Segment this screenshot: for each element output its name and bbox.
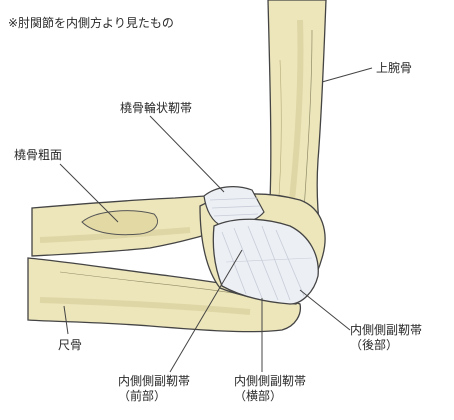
leader-mcl-posterior: [299, 289, 351, 331]
annular-ligament: [203, 186, 265, 227]
label-mcl-posterior: 内側側副靭帯 （後部）: [350, 323, 422, 353]
label-annular-ligament: 橈骨輪状靭帯: [120, 101, 193, 115]
label-mcl-posterior-line2: （後部）: [350, 338, 399, 352]
leader-annular: [149, 115, 225, 193]
radial-tuberosity: [81, 210, 158, 236]
label-mcl-posterior-line1: 内側側副靭帯: [350, 323, 423, 337]
ulna-bone: [27, 257, 302, 333]
leader-lines: [59, 67, 373, 373]
label-mcl-anterior-line1: 内側側副靭帯: [118, 374, 191, 388]
view-note: ※肘関節を内側方より見たもの: [8, 16, 174, 30]
leader-ulna: [63, 305, 69, 335]
label-mcl-anterior-line2: （前部）: [118, 389, 167, 403]
label-mcl-anterior: 内側側副靭帯 （前部）: [118, 374, 190, 404]
leader-humerus: [321, 67, 373, 83]
medial-collateral-ligament: [212, 218, 319, 305]
label-ulna: 尺骨: [58, 338, 83, 352]
leader-mcl-anterior: [169, 249, 243, 373]
leader-tuberosity: [59, 163, 119, 223]
label-humerus: 上腕骨: [376, 61, 413, 75]
label-radial-tuberosity: 橈骨粗面: [14, 148, 63, 162]
label-mcl-transverse: 内側側副靭帯 （横部）: [234, 374, 306, 404]
label-mcl-transverse-line1: 内側側副靭帯: [234, 374, 307, 388]
label-mcl-transverse-line2: （横部）: [234, 389, 283, 403]
